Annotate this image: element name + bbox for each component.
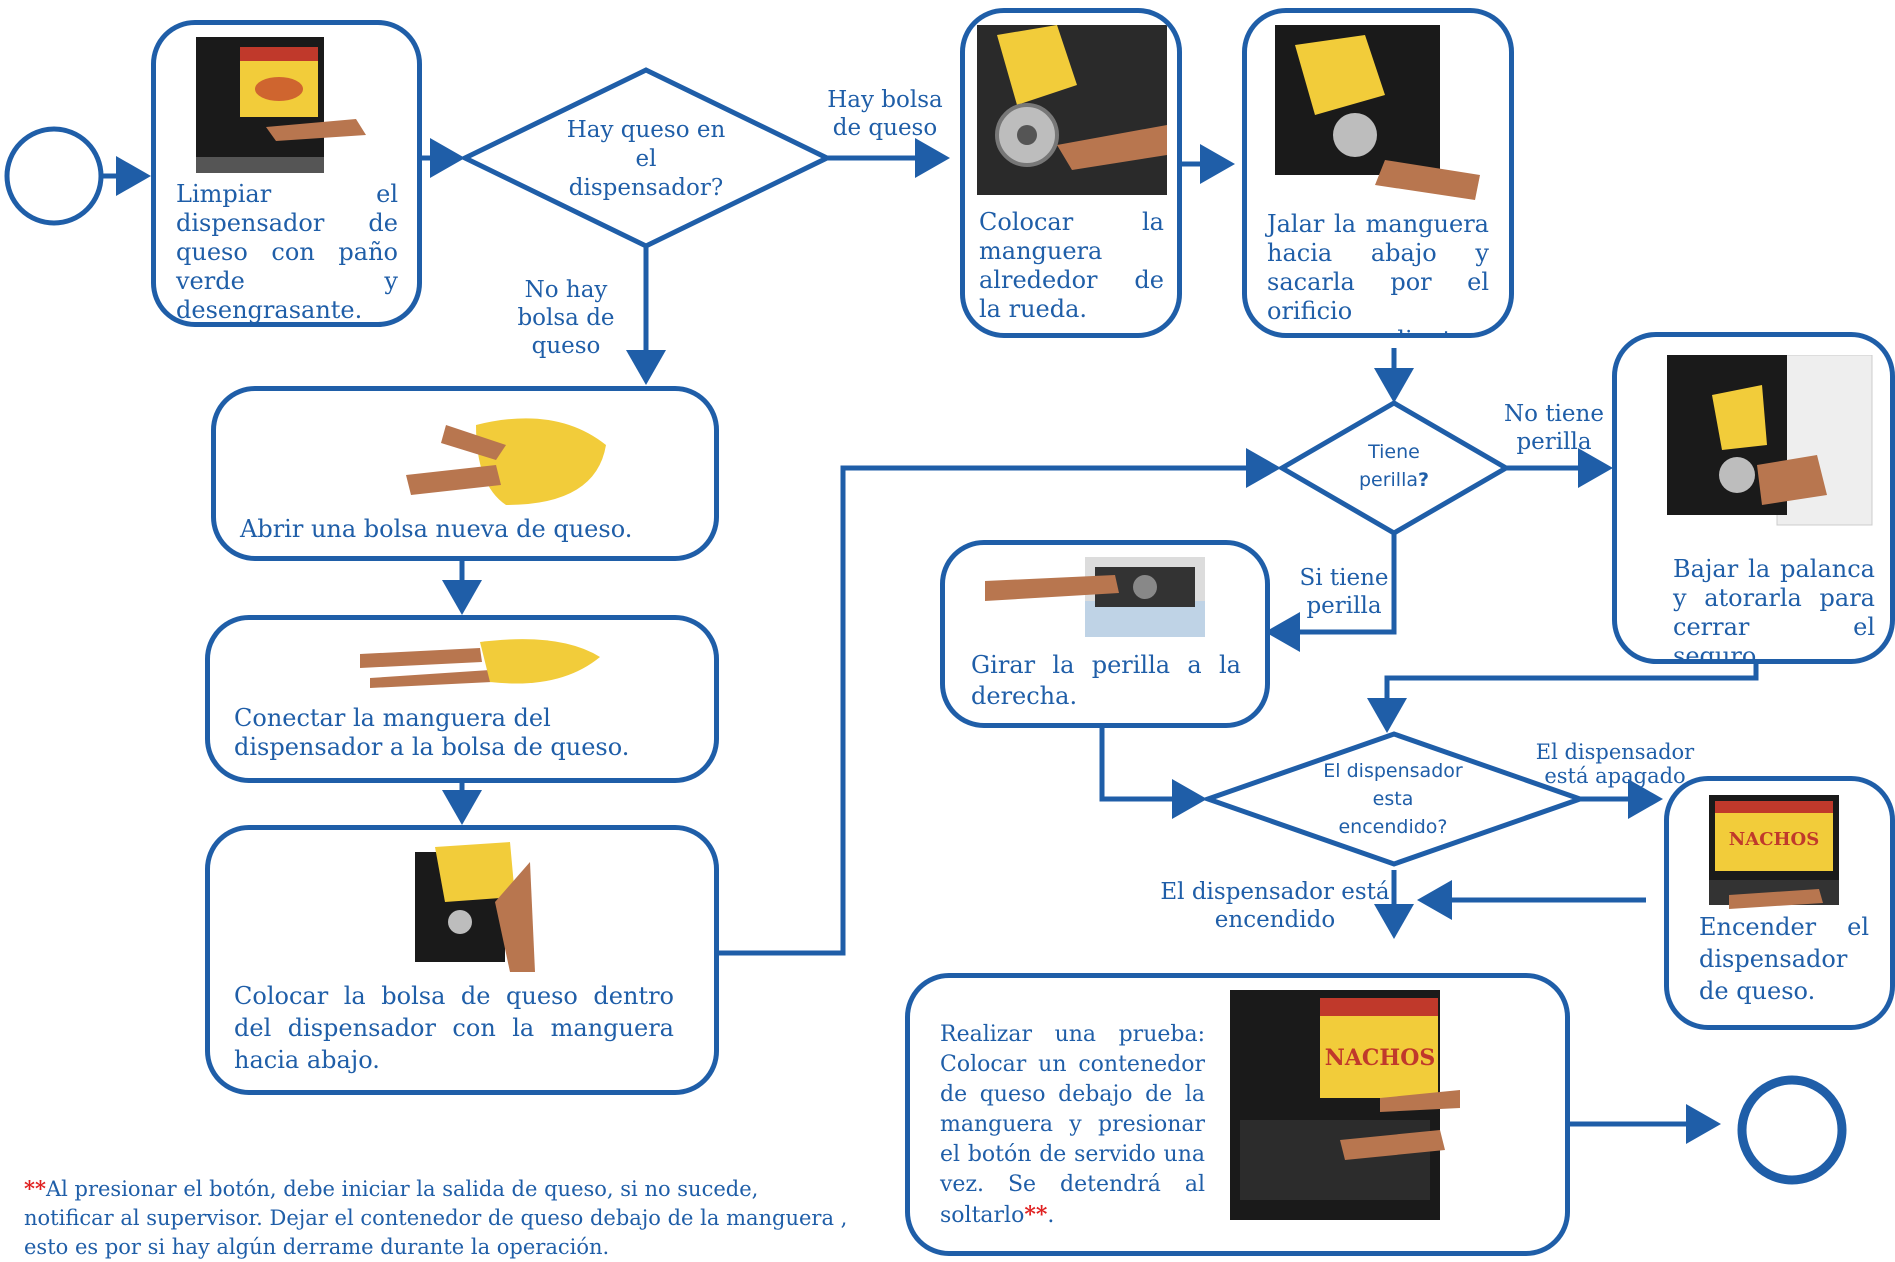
step-girar-perilla: Girar la perilla a la derecha.	[940, 540, 1270, 728]
label-no-hay-bolsa: No hay bolsa de queso	[517, 277, 615, 359]
arrow-bajar-encendido	[1367, 661, 1759, 733]
open-bag-photo-icon	[406, 418, 606, 505]
hose-wheel-photo-icon	[977, 25, 1167, 195]
arrow-girar-encendido	[1099, 725, 1207, 819]
pull-hose-photo-icon	[1275, 25, 1480, 200]
step-prueba-mark: **	[1024, 1202, 1048, 1228]
step-conectar-manguera-text: Conectar la manguera del dispensador a l…	[234, 704, 630, 761]
label-hay-bolsa: Hay bolsa de queso	[827, 87, 943, 141]
nachos-dispenser-photo-icon: NACHOS	[1230, 990, 1460, 1220]
step-prueba: Realizar una prueba: Colocar un contened…	[905, 973, 1570, 1256]
connect-hose-photo-icon	[360, 639, 600, 688]
lever-photo-icon	[1667, 355, 1873, 526]
step-colocar-manguera: Colocar la manguera alrededor de la rued…	[960, 8, 1182, 338]
step-prueba-end: .	[1047, 1203, 1055, 1228]
label-apagado: El dispensador está apagado	[1535, 740, 1695, 788]
svg-text:NACHOS: NACHOS	[1325, 1045, 1436, 1071]
step-limpiar: Limpiar el dispensador de queso con paño…	[151, 20, 422, 327]
end-node	[1737, 1075, 1847, 1185]
footnote-text: Al presionar el botón, debe iniciar la s…	[24, 1177, 848, 1259]
footnote: **Al presionar el botón, debe iniciar la…	[24, 1174, 854, 1262]
label-si-perilla: Si tiene perilla	[1299, 565, 1389, 619]
step-prueba-text: Realizar una prueba: Colocar un contened…	[940, 1020, 1205, 1231]
label-no-perilla: No tiene perilla	[1504, 401, 1604, 455]
power-switch-photo-icon: NACHOS	[1709, 795, 1839, 909]
decision-perilla-q: ?	[1418, 469, 1430, 491]
dispenser-photo-icon	[196, 37, 366, 173]
arrow-colocarbolsa-perilla	[718, 448, 1281, 956]
step-encender-text: Encender el dispensador de queso.	[1699, 913, 1869, 1005]
decision-queso-text: Hay queso en el dispensador?	[566, 117, 726, 201]
step-limpiar-text: Limpiar el dispensador de queso con paño…	[176, 180, 398, 324]
step-bajar-palanca-text: Bajar la palanca y atorarla para cerrar …	[1673, 555, 1875, 664]
step-jalar-manguera-text: Jalar la manguera hacia abajo y sacarla …	[1267, 210, 1489, 333]
step-abrir-bolsa-text: Abrir una bolsa nueva de queso.	[240, 515, 633, 543]
knob-photo-icon	[985, 557, 1205, 637]
step-colocar-manguera-text: Colocar la manguera alrededor de la rued…	[979, 208, 1164, 323]
step-bajar-palanca: Bajar la palanca y atorarla para cerrar …	[1612, 332, 1895, 664]
decision-encendido-text: El dispensador esta encendido?	[1323, 760, 1463, 838]
step-girar-perilla-text: Girar la perilla a la derecha.	[971, 651, 1241, 710]
decision-perilla-line2: perilla	[1358, 469, 1418, 491]
decision-perilla-text: Tiene perilla?	[1344, 438, 1444, 494]
arrow-perilla-girar	[1265, 533, 1397, 652]
step-colocar-bolsa: Colocar la bolsa de queso dentro del dis…	[205, 825, 719, 1095]
step-prueba-main: Realizar una prueba: Colocar un contened…	[940, 1022, 1205, 1228]
step-colocar-bolsa-text: Colocar la bolsa de queso dentro del dis…	[234, 982, 674, 1074]
step-conectar-manguera: Conectar la manguera del dispensador a l…	[205, 615, 719, 783]
svg-text:NACHOS: NACHOS	[1729, 829, 1819, 850]
start-node	[4, 126, 104, 226]
footnote-mark: **	[24, 1176, 46, 1201]
label-encendido: El dispensador está encendido	[1160, 879, 1390, 933]
bag-in-dispenser-photo-icon	[415, 842, 535, 972]
step-jalar-manguera: Jalar la manguera hacia abajo y sacarla …	[1242, 8, 1514, 338]
decision-perilla-line1: Tiene	[1368, 441, 1420, 463]
step-encender: NACHOS Encender el dispensador de queso.	[1664, 776, 1895, 1030]
step-abrir-bolsa: Abrir una bolsa nueva de queso.	[211, 386, 719, 561]
